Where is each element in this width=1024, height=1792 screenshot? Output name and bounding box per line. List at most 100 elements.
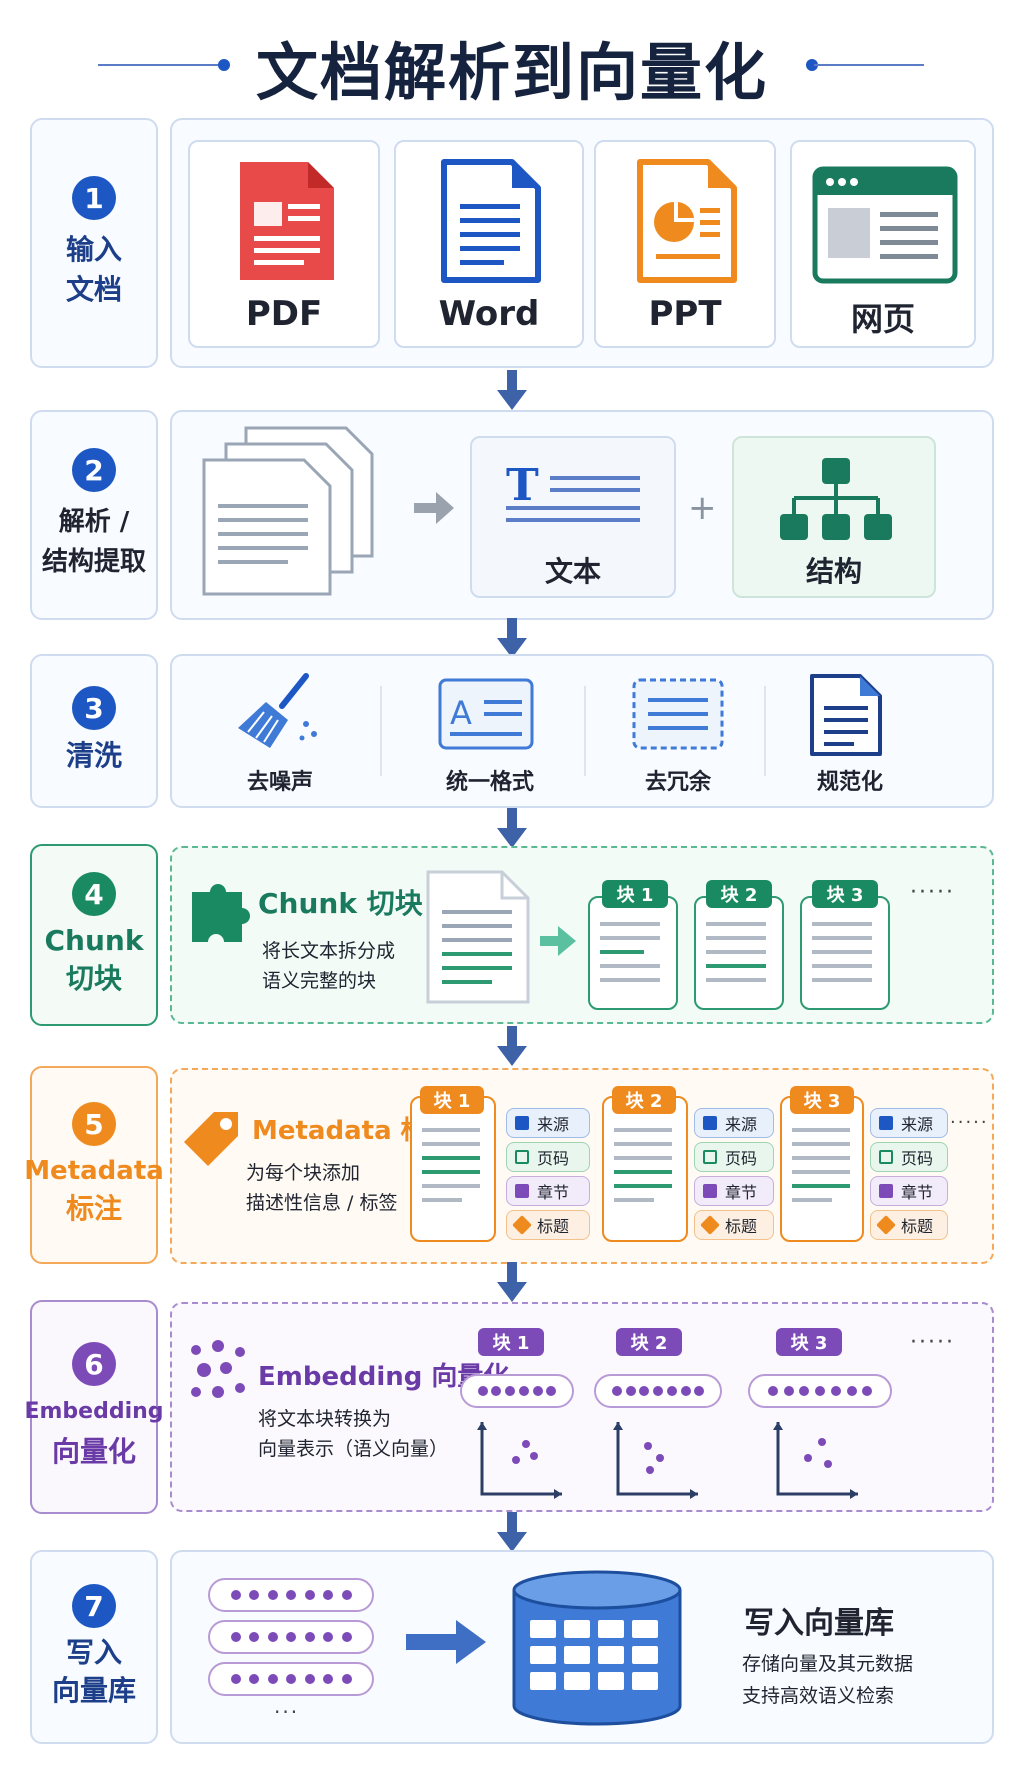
svg-text:T: T xyxy=(506,462,539,511)
chunk-lines xyxy=(812,922,872,982)
down-arrow-3 xyxy=(497,808,527,848)
step-label-line: 写入 xyxy=(65,1636,122,1669)
tag-label: 来源 xyxy=(537,1115,570,1134)
tag-label: 标题 xyxy=(901,1217,934,1236)
structure-card: 结构 xyxy=(732,436,936,598)
step-label-line: Metadata xyxy=(24,1156,164,1186)
ppt-card: PPT xyxy=(594,140,776,348)
tag-label: 章节 xyxy=(725,1183,758,1202)
step-label-line: Embedding xyxy=(24,1399,164,1424)
down-arrow-4 xyxy=(497,1026,527,1066)
tag-title: 标题 xyxy=(694,1210,774,1240)
chunk-badge-3: 块 3 xyxy=(812,880,878,908)
scatter-plot-icon xyxy=(613,1422,698,1499)
tag-label: 页码 xyxy=(901,1149,934,1168)
vector-pill-3 xyxy=(748,1374,892,1408)
tag-label: 标题 xyxy=(537,1217,570,1236)
folder-icon xyxy=(879,1116,893,1130)
ppt-icon xyxy=(637,159,737,283)
desc-line: 语义完整的块 xyxy=(262,970,377,992)
step-number: 2 xyxy=(72,448,116,492)
down-arrow-5 xyxy=(497,1262,527,1302)
tag-source: 来源 xyxy=(506,1108,590,1138)
step-label-line: Chunk xyxy=(44,924,144,957)
step-3-label: 清洗 xyxy=(66,736,122,776)
plus-sign: + xyxy=(688,488,717,528)
tag-label: 标题 xyxy=(725,1217,758,1236)
tag-source: 来源 xyxy=(694,1108,774,1138)
broom-icon xyxy=(238,673,317,748)
step-number: 5 xyxy=(72,1102,116,1146)
metadata-description: 为每个块添加 描述性信息 / 标签 xyxy=(246,1158,397,1218)
tag-label: 页码 xyxy=(725,1149,758,1168)
pdf-icon xyxy=(240,162,334,280)
metadata-lines xyxy=(422,1128,480,1202)
clean-label-3: 去冗余 xyxy=(644,770,711,795)
chunk-ellipsis: ····· xyxy=(910,880,955,905)
step-3-panel: 3 清洗 xyxy=(30,654,158,808)
vector-pill-store-3 xyxy=(208,1662,374,1696)
page-title: 文档解析到向量化 xyxy=(255,36,768,109)
dedupe-icon xyxy=(632,678,724,750)
chunk-lines xyxy=(600,922,660,982)
embedding-badge-2: 块 2 xyxy=(616,1328,682,1356)
word-icon xyxy=(441,159,541,283)
web-card: 网页 xyxy=(790,140,976,348)
chunk-description: 将长文本拆分成 语义完整的块 xyxy=(262,936,395,996)
vector-pill-store-1 xyxy=(208,1578,374,1612)
webpage-icon xyxy=(812,166,958,284)
stacked-documents-icon xyxy=(202,426,374,596)
page-icon xyxy=(515,1150,529,1164)
tag-page: 页码 xyxy=(694,1142,774,1172)
folder-icon xyxy=(703,1116,717,1130)
chunk-heading: Chunk 切块 xyxy=(258,887,423,920)
metadata-lines xyxy=(614,1128,672,1202)
store-heading: 写入向量库 xyxy=(744,1606,894,1641)
embedding-badge-1: 块 1 xyxy=(478,1328,544,1356)
desc-line: 支持高效语义检索 xyxy=(742,1685,895,1707)
word-card: Word xyxy=(394,140,584,348)
text-card: T 文本 xyxy=(470,436,676,598)
down-arrow-1 xyxy=(497,370,527,410)
desc-line: 将文本块转换为 xyxy=(258,1408,392,1430)
step-4-label: Chunk 切块 xyxy=(45,922,144,998)
input-label-word: Word xyxy=(438,294,540,334)
step-5-panel: 5 Metadata 标注 xyxy=(24,1066,164,1264)
format-icon: A xyxy=(438,678,534,750)
chunk-badge-1: 块 1 xyxy=(602,880,668,908)
embedding-ellipsis: ····· xyxy=(910,1330,955,1355)
step-label-line: 文档 xyxy=(65,273,122,306)
tag-chapter: 章节 xyxy=(694,1176,774,1206)
normalize-document-icon xyxy=(810,674,882,756)
clean-label-1: 去噪声 xyxy=(246,770,313,795)
right-arrow-icon xyxy=(406,1620,486,1664)
step-label-line: 输入 xyxy=(65,233,122,266)
tag-label: 页码 xyxy=(537,1149,570,1168)
step-number: 3 xyxy=(72,686,116,730)
title-rule-right xyxy=(814,64,924,66)
page-icon xyxy=(703,1150,717,1164)
metadata-badge-2: 块 2 xyxy=(612,1086,676,1114)
vector-pill-2 xyxy=(594,1374,722,1408)
label-icon xyxy=(876,1215,896,1235)
step-7-label: 写入 向量库 xyxy=(52,1634,136,1710)
desc-line: 向量表示（语义向量） xyxy=(258,1438,449,1460)
database-icon xyxy=(512,1570,682,1726)
tag-icon xyxy=(184,1112,238,1166)
scatter-plot-icon xyxy=(773,1422,858,1499)
puzzle-icon xyxy=(192,884,250,942)
divider xyxy=(584,686,586,776)
folder-icon xyxy=(515,1116,529,1130)
title-dot-left xyxy=(218,59,230,71)
right-arrow-icon xyxy=(540,926,576,956)
step-number: 6 xyxy=(72,1342,116,1386)
desc-line: 将长文本拆分成 xyxy=(262,940,396,962)
scatter-plot-icon xyxy=(477,1422,562,1499)
svg-text:A: A xyxy=(450,694,472,732)
bookmark-icon xyxy=(879,1184,893,1198)
desc-line: 描述性信息 / 标签 xyxy=(246,1192,398,1214)
tag-page: 页码 xyxy=(870,1142,948,1172)
store-description: 存储向量及其元数据 支持高效语义检索 xyxy=(742,1648,913,1712)
tag-title: 标题 xyxy=(506,1210,590,1240)
step-label-line: 解析 / xyxy=(58,507,130,537)
